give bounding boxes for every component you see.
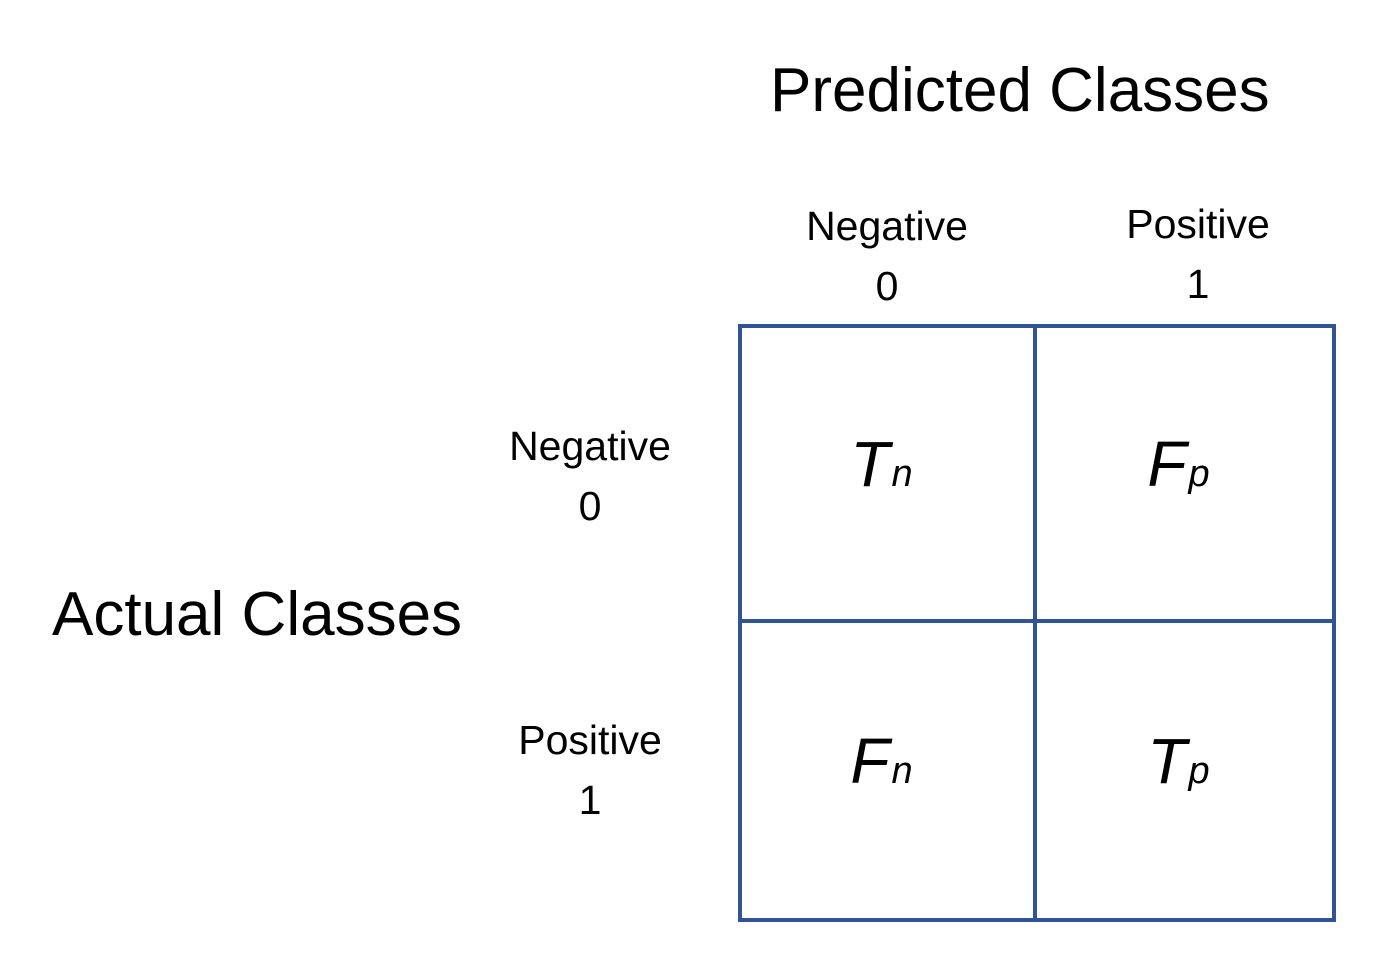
predicted-negative-value: 0 xyxy=(875,263,899,309)
false-negative-sub: n xyxy=(891,749,913,792)
actual-positive-value: 1 xyxy=(578,777,602,823)
true-negative-symbol: Tn xyxy=(850,427,912,501)
true-negative-cell: Tn xyxy=(742,328,1037,623)
actual-negative-name: Negative xyxy=(509,423,671,469)
false-negative-symbol: Fn xyxy=(850,724,912,798)
true-positive-symbol: Tp xyxy=(1147,724,1209,798)
false-positive-cell: Fp xyxy=(1037,328,1332,623)
false-positive-main: F xyxy=(1147,427,1187,500)
true-negative-main: T xyxy=(850,427,890,500)
actual-negative-label: Negative 0 xyxy=(480,416,700,536)
matrix-grid: Tn Fp Fn Tp xyxy=(738,324,1336,922)
true-positive-cell: Tp xyxy=(1037,623,1332,918)
predicted-positive-label: Positive 1 xyxy=(1088,194,1308,314)
true-positive-sub: p xyxy=(1188,749,1210,792)
true-negative-sub: n xyxy=(891,452,913,495)
actual-positive-label: Positive 1 xyxy=(480,710,700,830)
predicted-positive-name: Positive xyxy=(1126,201,1270,247)
false-negative-main: F xyxy=(850,724,890,797)
predicted-negative-label: Negative 0 xyxy=(777,196,997,316)
false-positive-symbol: Fp xyxy=(1147,427,1209,501)
predicted-negative-name: Negative xyxy=(806,203,968,249)
actual-positive-name: Positive xyxy=(518,717,662,763)
actual-classes-title: Actual Classes xyxy=(52,580,463,649)
predicted-positive-value: 1 xyxy=(1186,261,1210,307)
true-positive-main: T xyxy=(1147,724,1187,797)
actual-negative-value: 0 xyxy=(578,483,602,529)
false-positive-sub: p xyxy=(1188,452,1210,495)
false-negative-cell: Fn xyxy=(742,623,1037,918)
predicted-classes-title: Predicted Classes xyxy=(770,56,1270,125)
